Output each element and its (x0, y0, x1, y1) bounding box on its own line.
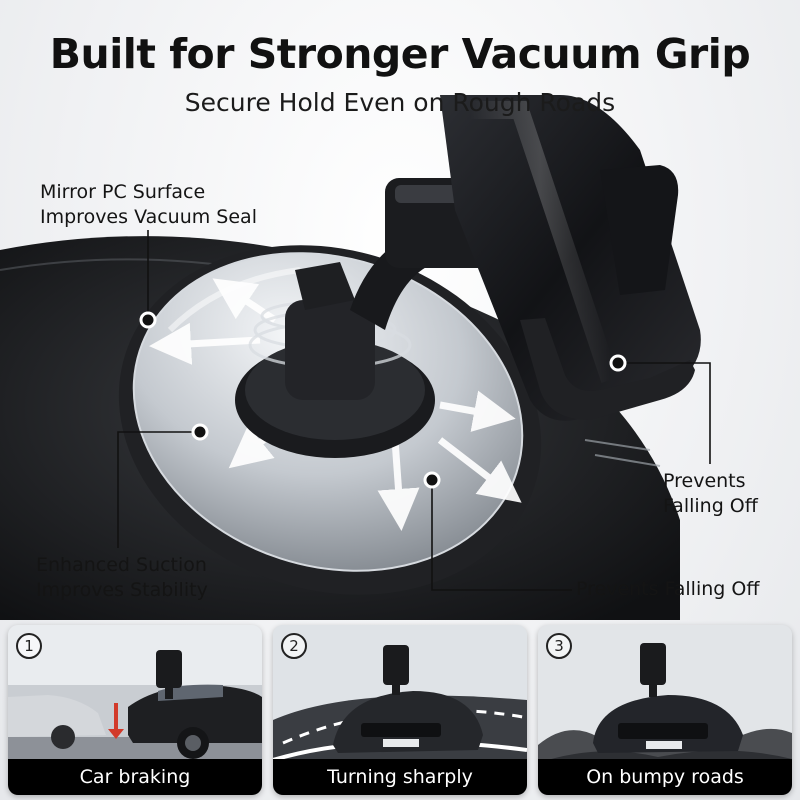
callout-line: Prevents (663, 470, 746, 492)
suction-arrows (149, 278, 522, 531)
callout-line: Improves Stability (36, 579, 208, 601)
callout-leaders (117, 230, 711, 591)
bottom-cradle (520, 318, 695, 420)
panel-caption: On bumpy roads (538, 759, 792, 795)
callout-mirror-surface: Mirror PC Surface Improves Vacuum Seal (40, 180, 257, 230)
step-number: 2 (281, 633, 307, 659)
page-subtitle: Secure Hold Even on Rough Roads (184, 88, 616, 117)
callout-enhanced-suction: Enhanced Suction Improves Stability (36, 553, 208, 603)
callout-line: Falling Off (663, 495, 758, 517)
scenario-panel-braking: 1 Car braking (8, 625, 262, 795)
step-number: 3 (546, 633, 572, 659)
step-number: 1 (16, 633, 42, 659)
callout-prevents-falling-bottom: Prevents Falling Off (576, 577, 759, 602)
callout-line: Improves Vacuum Seal (40, 206, 257, 228)
page-title: Built for Stronger Vacuum Grip (49, 30, 751, 78)
callout-line: Enhanced Suction (36, 554, 207, 576)
side-grip (600, 165, 679, 295)
panel-caption: Turning sharply (273, 759, 527, 795)
panel-caption: Car braking (8, 759, 262, 795)
product-illustration (0, 95, 711, 620)
callout-dots (139, 311, 627, 489)
callout-line: Prevents Falling Off (576, 578, 760, 600)
callout-prevents-falling-right: Prevents Falling Off (663, 469, 758, 519)
scenario-panel-turning: 2 Turning sharply (273, 625, 527, 795)
callout-line: Mirror PC Surface (40, 181, 206, 203)
scenario-panel-bumpy-roads: 3 On bumpy roads (538, 625, 792, 795)
